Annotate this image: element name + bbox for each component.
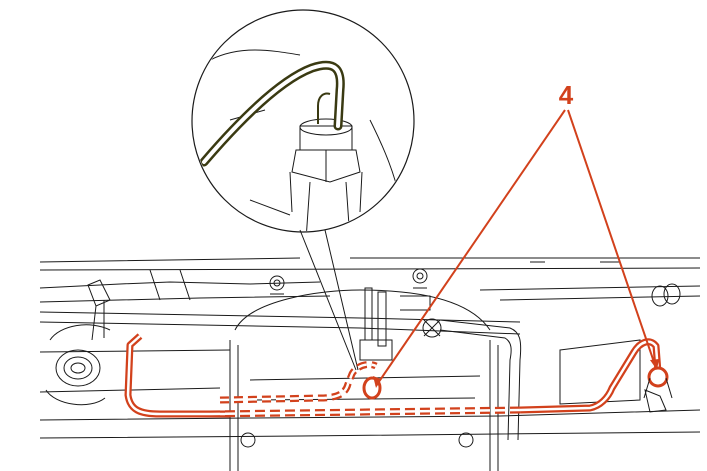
inset-pipe — [199, 60, 345, 167]
inset-circle — [191, 9, 415, 233]
arrowhead-right — [650, 359, 659, 370]
chassis-line-art — [39, 257, 701, 471]
callout-leader-right — [567, 109, 657, 369]
inset-leader — [299, 229, 359, 371]
callout-4: 4 — [373, 80, 659, 388]
detail-inset — [191, 9, 415, 371]
highlighted-brake-line — [124, 333, 673, 418]
callout-label-4: 4 — [559, 80, 574, 110]
fitting-right — [647, 366, 669, 388]
brake-line-hidden-upper — [219, 360, 378, 404]
arrowhead-center — [373, 376, 381, 388]
callout-leader-center — [375, 109, 566, 387]
brake-line-left — [124, 333, 230, 418]
